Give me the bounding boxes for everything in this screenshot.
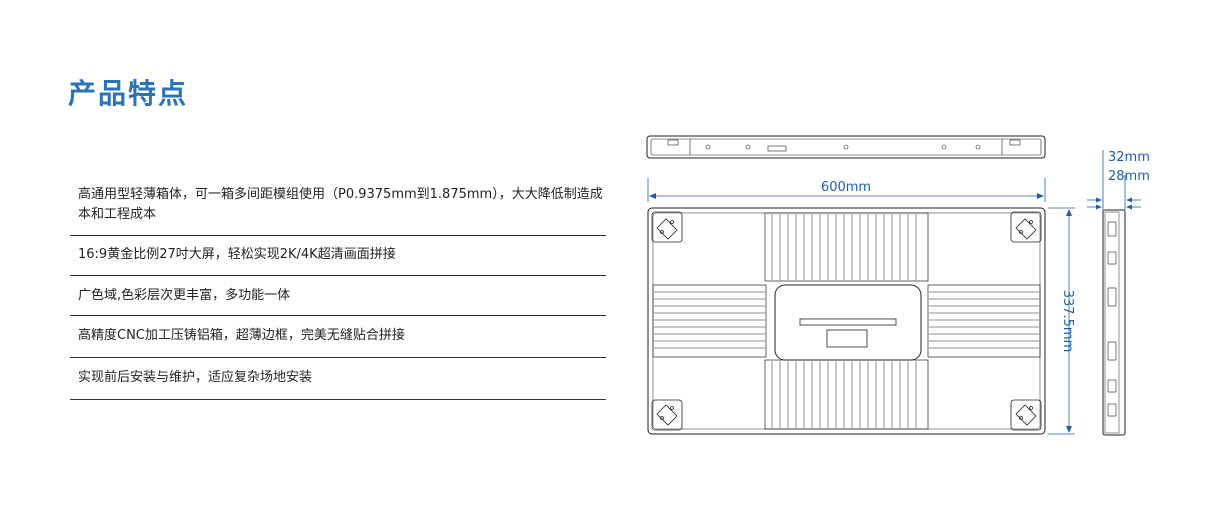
feature-item: 广色域,色彩层次更丰富，多功能一体 <box>70 276 606 316</box>
depth-inner-label: 28mm <box>1108 169 1150 184</box>
feature-item: 16:9黄金比例27吋大屏，轻松实现2K/4K超清画面拼接 <box>70 236 606 276</box>
feature-item: 高精度CNC加工压铸铝箱，超薄边框，完美无缝贴合拼接 <box>70 316 606 358</box>
section-title: 产品特点 <box>68 77 189 110</box>
cabinet-back-view <box>647 207 1046 435</box>
height-dimension-label: 337.5mm <box>1060 290 1075 353</box>
cabinet-top-view <box>646 135 1046 159</box>
cabinet-side-view <box>1102 209 1126 436</box>
feature-item: 实现前后安装与维护，适应复杂场地安装 <box>70 358 606 400</box>
feature-item: 高通用型轻薄箱体，可一箱多间距模组使用（P0.9375mm到1.875mm），大… <box>70 177 606 236</box>
feature-list: 高通用型轻薄箱体，可一箱多间距模组使用（P0.9375mm到1.875mm），大… <box>70 177 606 400</box>
width-dimension: 600mm <box>647 178 1046 202</box>
depth-dimension <box>1087 150 1141 210</box>
depth-outer-label: 32mm <box>1108 150 1150 165</box>
height-dimension: 337.5mm <box>1048 207 1075 435</box>
width-dimension-label: 600mm <box>821 180 871 195</box>
